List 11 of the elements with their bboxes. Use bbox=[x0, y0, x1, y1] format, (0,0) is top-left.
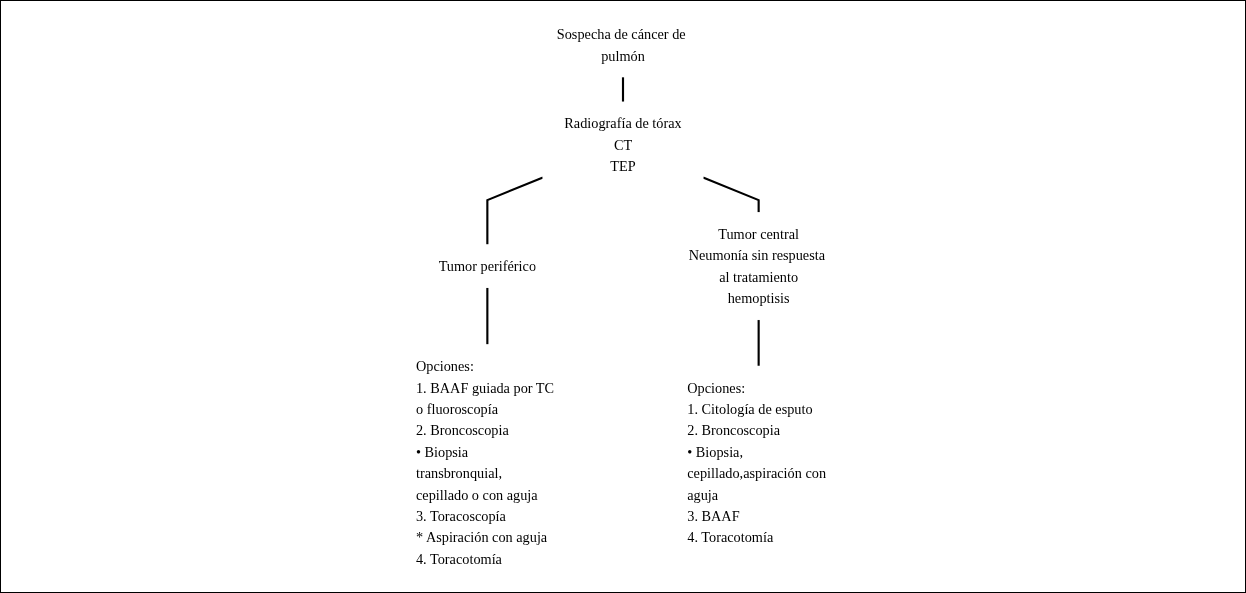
node-text: Tumor periférico bbox=[438, 258, 537, 275]
node-text: Sospecha de cáncer de pulmón bbox=[556, 26, 686, 64]
connector bbox=[486, 287, 489, 345]
connector bbox=[702, 176, 760, 213]
node-text: Tumor central Neumonía sin respuesta al tratamiento hemoptisis bbox=[688, 226, 826, 307]
connector bbox=[621, 76, 625, 102]
connector bbox=[757, 319, 760, 367]
connector bbox=[486, 176, 544, 245]
node-text: Opciones: 1. BAAF guiada por TC o fluoroscopía 2. Broncoscopia • Biopsia transbronquial, cepillado o con aguja 3. Toracoscopía * Aspiración con aguja 4. Toracotomía bbox=[415, 358, 555, 567]
node-text: Opciones: 1. Citología de esputo 2. Broncoscopia • Biopsia, cepillado,aspiración con aguja 3. BAAF 4. Toracotomía bbox=[687, 379, 827, 546]
node-text: Radiografía de tórax CT TEP bbox=[564, 115, 682, 175]
